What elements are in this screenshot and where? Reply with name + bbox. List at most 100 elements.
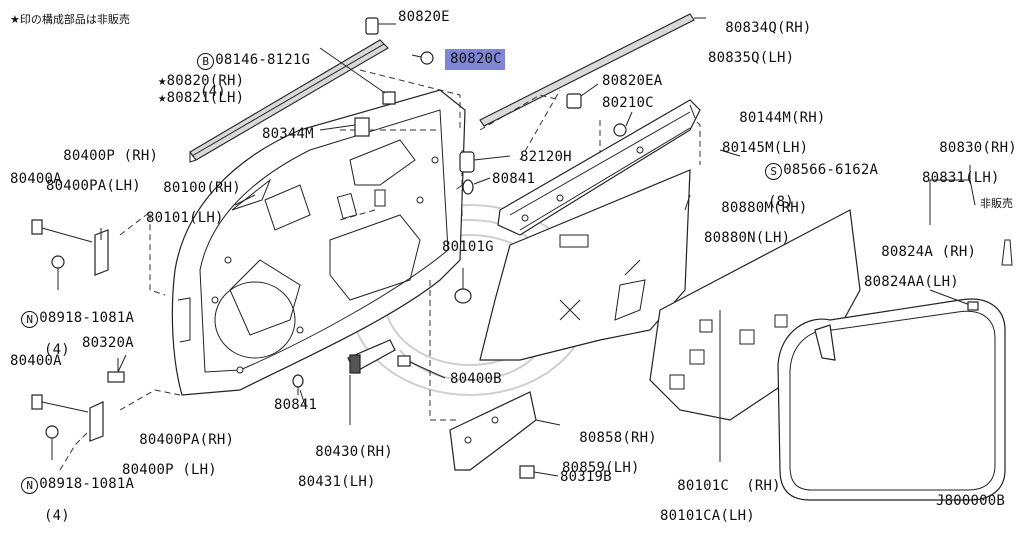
highlight-box [445, 49, 505, 70]
bolt-80210c [613, 111, 633, 137]
label-08918-bot-code: 08918-1081A [39, 476, 135, 492]
label-80830-text: 80830(RH) [939, 140, 1017, 156]
label-80820-rh[interactable]: ★80820(RH) [158, 73, 245, 89]
grommet-80101g [454, 268, 472, 304]
label-80400pa-text: 80400PA(LH) [46, 178, 141, 194]
label-80820e[interactable]: 80820E [398, 9, 450, 25]
door-check-80430 [347, 339, 396, 425]
label-80144m[interactable]: 80144M(RH) 80145M(LH) [722, 96, 826, 171]
label-80835q-text: 80835Q(LH) [708, 50, 795, 66]
label-08918-top-qty: (4) [44, 342, 70, 358]
label-08918-top-code: 08918-1081A [39, 310, 135, 326]
label-80400a-top[interactable]: 80400A [10, 171, 62, 187]
plug-80841a [462, 177, 491, 195]
label-80834q[interactable]: 80834Q(RH) 80835Q(LH) [708, 6, 812, 81]
label-80400pa-bot[interactable]: 80400PA(RH) 80400P (LH) [122, 418, 234, 493]
label-08566-qty: (8) [768, 194, 794, 210]
guide-lines [59, 69, 701, 471]
label-80430[interactable]: 80430(RH) 80431(LH) [298, 430, 393, 505]
label-80400b[interactable]: 80400B [450, 371, 502, 387]
bolt-80400b [397, 355, 446, 379]
label-80400pa-bot-text: 80400PA(RH) [139, 432, 235, 448]
seal-82120h [459, 151, 511, 173]
nut-08918-top [51, 255, 65, 290]
label-80824aa-text: 80824AA(LH) [864, 274, 959, 290]
label-80859-text: 80859(LH) [562, 460, 640, 476]
label-80821-lh[interactable]: ★80821(LH) [158, 90, 245, 106]
label-08146-code: 08146-8121G [215, 52, 311, 68]
nut-08918-bot [45, 425, 59, 460]
label-80820c[interactable]: 80820C [450, 51, 502, 67]
bolt-80400a-top [31, 219, 93, 243]
label-80824a[interactable]: 80824A (RH) 80824AA(LH) [864, 230, 976, 305]
bracket-80858 [449, 391, 561, 471]
label-80824a-text: 80824A (RH) [881, 244, 977, 260]
hinge-80400pa-bot [89, 401, 104, 442]
label-80400p[interactable]: 80400P (RH) 80400PA(LH) [46, 134, 158, 209]
label-82120h[interactable]: 82120H [520, 149, 572, 165]
label-80101ca-text: 80101CA(LH) [660, 508, 755, 524]
label-80858[interactable]: 80858(RH) 80859(LH) [562, 416, 657, 491]
label-80344m[interactable]: 80344M [262, 126, 314, 142]
bracket-80344m [354, 117, 370, 137]
label-80880n-text: 80880N(LH) [704, 230, 791, 246]
label-80101c[interactable]: 80101C (RH) 80101CA(LH) [660, 464, 781, 539]
n-circle-icon-bot: N [21, 477, 39, 494]
s-circle-icon: S [765, 163, 783, 180]
label-80830[interactable]: 80830(RH) 80831(LH) [922, 126, 1017, 201]
door-parts-diagram [31, 13, 1013, 501]
bolt-80320a [107, 358, 125, 383]
leader-lines [117, 104, 976, 462]
clip-80820ea [566, 83, 599, 109]
label-80431-text: 80431(LH) [298, 474, 376, 490]
n-circle-icon: N [21, 311, 39, 328]
label-80101g[interactable]: 80101G [442, 239, 494, 255]
label-08566-code: 08566-6162A [783, 162, 879, 178]
clip-80319b [519, 465, 559, 479]
label-80320a[interactable]: 80320A [82, 335, 134, 351]
corner-note: 非販売 [980, 197, 1013, 210]
label-80880m[interactable]: 80880M(RH) 80880N(LH) [704, 186, 808, 261]
clip-80820c [411, 51, 434, 65]
plug-80841b [292, 374, 304, 395]
label-80400p-text: 80400P (RH) [63, 148, 159, 164]
label-80841-top[interactable]: 80841 [492, 171, 536, 187]
label-80144m-text: 80144M(RH) [739, 110, 826, 126]
bolt-08146 [319, 47, 396, 105]
sealing-screen-80880m [479, 169, 691, 361]
label-80831-text: 80831(LH) [922, 170, 1000, 186]
rail-80144m [497, 99, 701, 236]
label-80400p-bot-text: 80400P (LH) [122, 462, 217, 478]
label-80858-text: 80858(RH) [579, 430, 657, 446]
bolt-80400a-bot [31, 394, 89, 413]
hinge-80400p-top [94, 228, 109, 276]
label-80210c[interactable]: 80210C [602, 95, 654, 111]
label-80880m-text: 80880M(RH) [721, 200, 808, 216]
label-80101c-text: 80101C (RH) [677, 478, 781, 494]
label-80820ea[interactable]: 80820EA [602, 73, 663, 89]
label-08146-qty: (4) [200, 84, 226, 100]
weatherstrip-80820 [189, 39, 389, 163]
label-80400a-bot[interactable]: 80400A [10, 353, 62, 369]
strip-80834q [479, 13, 706, 127]
label-80319b[interactable]: 80319B [560, 469, 612, 485]
door-inner-panel-80100 [171, 89, 466, 396]
label-80100-text: 80100(RH) [163, 180, 241, 196]
label-80834q-text: 80834Q(RH) [725, 20, 812, 36]
clip-80820e [365, 17, 396, 35]
header-note: ★印の構成部品は非販売 [10, 13, 130, 26]
clip-80824a [929, 289, 979, 311]
label-80145m-text: 80145M(LH) [722, 140, 809, 156]
label-08918-bot-qty: (4) [44, 508, 70, 524]
label-80100[interactable]: 80100(RH) 80101(LH) [146, 166, 241, 241]
label-80841-bot[interactable]: 80841 [274, 397, 318, 413]
diagram-id: J800000B [936, 493, 1006, 509]
b-circle-icon: B [197, 53, 215, 70]
label-80101-text: 80101(LH) [146, 210, 224, 226]
weatherstrip-80830 [777, 239, 1013, 501]
label-80430-text: 80430(RH) [315, 444, 393, 460]
